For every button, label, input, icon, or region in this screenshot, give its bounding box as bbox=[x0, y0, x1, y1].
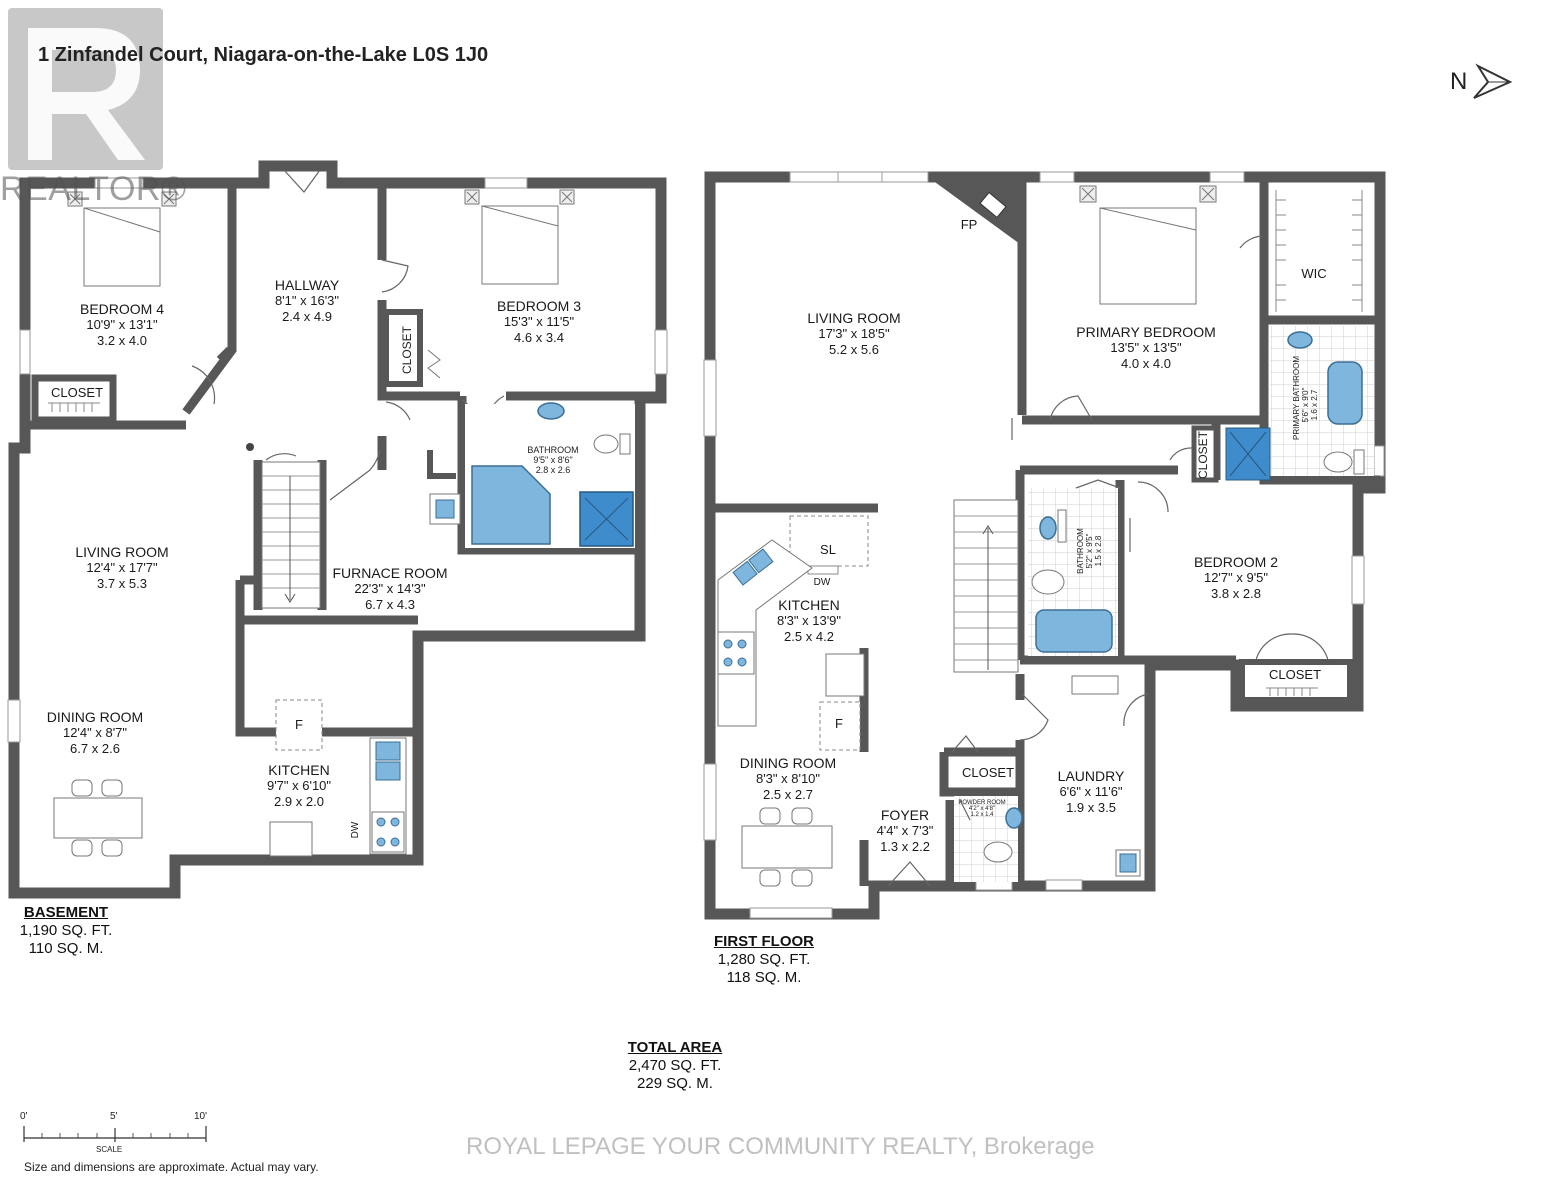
room-bathroom-first-floor: BATHROOM 5'2" x 9'5" 1.5 x 2.8 bbox=[1076, 528, 1103, 574]
room-bedroom-3: BEDROOM 3 15'3" x 11'5" 4.6 x 3.4 bbox=[496, 298, 582, 345]
room-bedroom-4: BEDROOM 4 10'9" x 13'1" 3.2 x 4.0 bbox=[79, 301, 165, 348]
room-laundry: LAUNDRY 6'6" x 11'6" 1.9 x 3.5 bbox=[1057, 768, 1125, 815]
room-foyer: FOYER 4'4" x 7'3" 1.3 x 2.2 bbox=[876, 807, 934, 854]
fridge-label-first-floor: F bbox=[835, 716, 843, 731]
room-kitchen-first-floor: KITCHEN 8'3" x 13'9" 2.5 x 4.2 bbox=[776, 597, 842, 644]
room-walk-in-closet: WIC bbox=[1301, 266, 1327, 281]
scale-bar bbox=[23, 1126, 207, 1142]
dishwasher-label-basement: DW bbox=[350, 821, 361, 839]
scale-tick-5: 5' bbox=[110, 1111, 118, 1122]
realtor-logo-text: REALTOR® bbox=[0, 170, 187, 208]
sl-label: SL bbox=[820, 542, 836, 557]
room-kitchen-basement: KITCHEN 9'7" x 6'10" 2.9 x 2.0 bbox=[266, 762, 332, 809]
room-living-basement: LIVING ROOM 12'4" x 17'7" 3.7 x 5.3 bbox=[75, 544, 169, 591]
fireplace-label: FP bbox=[960, 217, 978, 232]
room-closet-bedroom-2: CLOSET bbox=[1268, 667, 1322, 682]
room-closet-primary: CLOSET bbox=[1196, 431, 1210, 480]
dishwasher-label-first-floor: DW bbox=[813, 577, 831, 588]
brokerage-watermark: ROYAL LEPAGE YOUR COMMUNITY REALTY, Brok… bbox=[466, 1133, 1095, 1160]
room-hallway: HALLWAY 8'1" x 16'3" 2.4 x 4.9 bbox=[274, 277, 340, 324]
room-dining-first-floor: DINING ROOM 8'3" x 8'10" 2.5 x 2.7 bbox=[739, 755, 837, 802]
room-furnace: FURNACE ROOM 22'3" x 14'3" 6.7 x 4.3 bbox=[332, 565, 448, 612]
room-closet-bedroom-4: CLOSET bbox=[50, 385, 104, 400]
scale-tick-10: 10' bbox=[194, 1111, 208, 1122]
scale-label: SCALE bbox=[96, 1145, 123, 1154]
scale-tick-0: 0' bbox=[20, 1111, 28, 1122]
realtor-logo bbox=[8, 8, 163, 170]
property-address: 1 Zinfandel Court, Niagara-on-the-Lake L… bbox=[38, 44, 489, 66]
north-arrow-icon bbox=[1473, 63, 1513, 99]
disclaimer-note: Size and dimensions are approximate. Act… bbox=[24, 1160, 319, 1174]
floor-summary-basement: BASEMENT 1,190 SQ. FT. 110 SQ. M. bbox=[19, 904, 113, 957]
room-powder: POWDER ROOM 4'2" x 4'8" 1.2 x 1.4 bbox=[958, 800, 1006, 818]
room-primary-bedroom: PRIMARY BEDROOM 13'5" x 13'5" 4.0 x 4.0 bbox=[1076, 324, 1216, 371]
room-dining-basement: DINING ROOM 12'4" x 8'7" 6.7 x 2.6 bbox=[46, 709, 144, 756]
first-floor-plan bbox=[703, 171, 1386, 920]
fridge-label-basement: F bbox=[295, 717, 303, 732]
room-bathroom-basement: BATHROOM 9'5" x 8'6" 2.8 x 2.6 bbox=[527, 445, 579, 475]
room-closet-bedroom-3: CLOSET bbox=[400, 326, 414, 375]
room-bedroom-2: BEDROOM 2 12'7" x 9'5" 3.8 x 2.8 bbox=[1193, 554, 1279, 601]
total-area-summary: TOTAL AREA 2,470 SQ. FT. 229 SQ. M. bbox=[627, 1039, 723, 1092]
room-primary-bathroom: PRIMARY BATHROOM 5'6" x 9'0" 1.6 x 2.7 bbox=[1292, 355, 1319, 440]
room-closet-foyer: CLOSET bbox=[961, 765, 1015, 780]
room-living-first-floor: LIVING ROOM 17'3" x 18'5" 5.2 x 5.6 bbox=[807, 310, 901, 357]
floor-summary-first-floor: FIRST FLOOR 1,280 SQ. FT. 118 SQ. M. bbox=[714, 933, 814, 986]
basement-plan bbox=[7, 160, 668, 899]
north-label: N bbox=[1450, 68, 1468, 95]
